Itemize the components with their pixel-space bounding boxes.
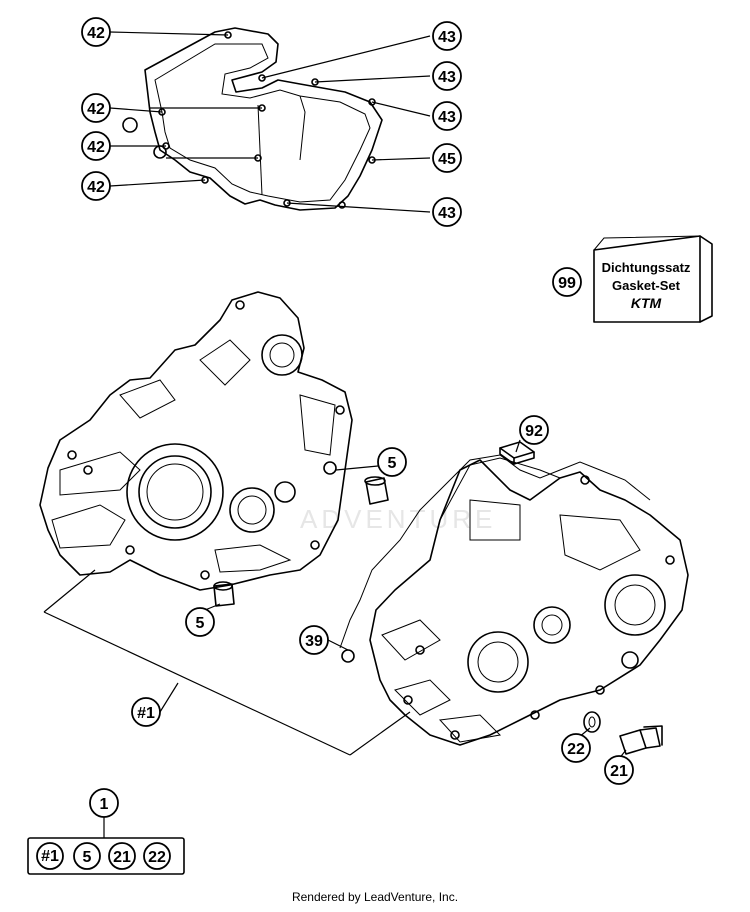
assembly-bracket — [43, 569, 411, 756]
kit-item-21: 21 — [108, 842, 136, 870]
svg-text:#1: #1 — [137, 705, 155, 722]
callout-42-third: 42 — [81, 131, 111, 161]
svg-text:43: 43 — [438, 109, 456, 126]
svg-text:1: 1 — [100, 796, 109, 813]
callout-42-second: 42 — [81, 93, 111, 123]
svg-text:21: 21 — [113, 849, 131, 866]
svg-text:5: 5 — [196, 615, 205, 632]
callout-99: 99 — [552, 267, 582, 297]
ktm-logo: KTM — [631, 295, 662, 311]
gasket-set-line1: Dichtungssatz — [602, 260, 691, 275]
callout-43-second: 43 — [432, 61, 462, 91]
callout-5-upper: 5 — [377, 447, 407, 477]
svg-text:42: 42 — [87, 25, 105, 42]
small-block-part — [499, 441, 535, 465]
dowel-sleeve-lower — [213, 581, 235, 607]
svg-text:43: 43 — [438, 69, 456, 86]
gasket-set-line2: Gasket-Set — [612, 278, 681, 293]
svg-text:42: 42 — [87, 139, 105, 156]
callout-45: 45 — [432, 143, 462, 173]
callout-22: 22 — [561, 733, 591, 763]
svg-text:42: 42 — [87, 179, 105, 196]
svg-text:22: 22 — [148, 849, 166, 866]
callout-42-fourth: 42 — [81, 171, 111, 201]
gasket-set-box: Dichtungssatz Gasket-Set KTM — [593, 235, 713, 323]
gasket-leader-lines — [109, 31, 431, 213]
svg-text:45: 45 — [438, 151, 456, 168]
svg-text:22: 22 — [567, 741, 585, 758]
kit-item-22: 22 — [143, 842, 171, 870]
dowel-sleeve-upper — [364, 476, 389, 505]
callout-5-lower: 5 — [185, 607, 215, 637]
drain-plug — [619, 725, 663, 755]
callout-kit-1: 1 — [89, 788, 119, 818]
svg-text:42: 42 — [87, 101, 105, 118]
callout-43-first: 43 — [432, 21, 462, 51]
callout-92: 92 — [519, 415, 549, 445]
footer-credit: Rendered by LeadVenture, Inc. — [291, 890, 459, 904]
right-case-gasket — [339, 454, 651, 663]
svg-text:99: 99 — [558, 275, 576, 292]
right-crankcase-half — [369, 457, 689, 746]
callout-43-fourth: 43 — [432, 197, 462, 227]
svg-text:92: 92 — [525, 423, 543, 440]
svg-text:5: 5 — [388, 455, 397, 472]
svg-text:#1: #1 — [41, 848, 59, 865]
callout-42-top: 42 — [81, 17, 111, 47]
svg-text:43: 43 — [438, 205, 456, 222]
callout-assembly-1: #1 — [131, 697, 161, 727]
leader-lines — [199, 439, 627, 761]
sealing-washer — [583, 711, 601, 733]
svg-text:5: 5 — [83, 849, 92, 866]
svg-text:39: 39 — [305, 633, 323, 650]
kit-item-assembly: #1 — [36, 842, 64, 870]
kit-item-5: 5 — [73, 842, 101, 870]
callout-39: 39 — [299, 625, 329, 655]
left-crankcase-half — [39, 291, 353, 591]
svg-text:43: 43 — [438, 29, 456, 46]
svg-text:21: 21 — [610, 763, 628, 780]
callout-43-third: 43 — [432, 101, 462, 131]
kit-tree — [27, 817, 185, 875]
watermark-text: ADVENTURE — [300, 504, 496, 534]
callout-21: 21 — [604, 755, 634, 785]
